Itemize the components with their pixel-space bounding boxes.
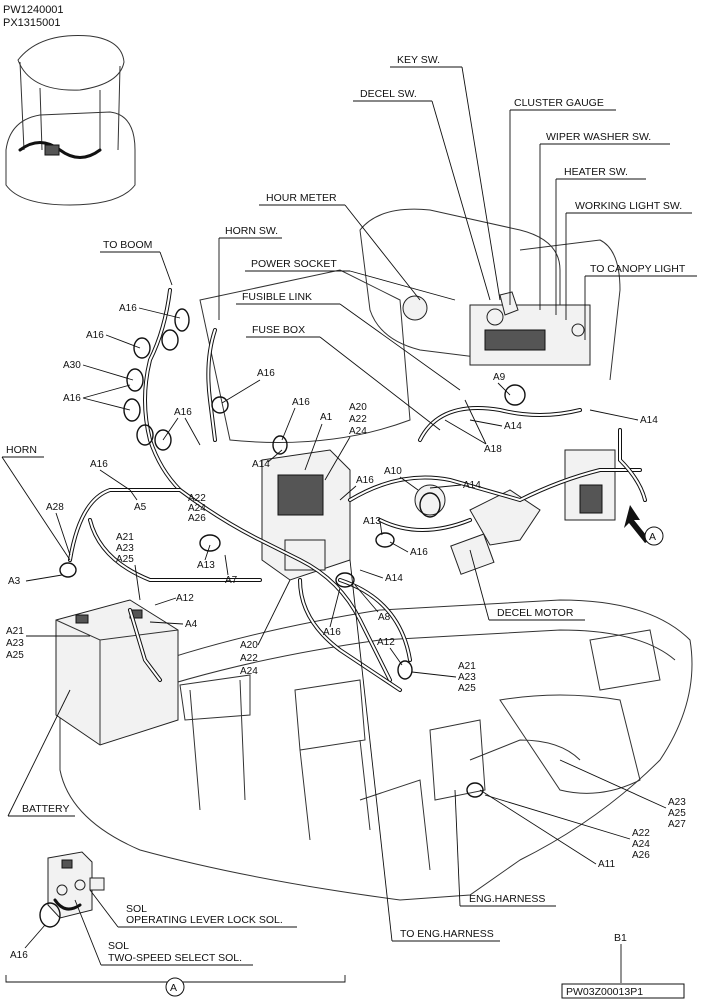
label-heater-sw: HEATER SW. [564,166,628,178]
ref-a26: A26 [188,513,206,524]
ref-a16: A16 [86,330,104,341]
ref-a1: A1 [320,412,333,423]
label-wiper-washer-sw: WIPER WASHER SW. [546,131,651,143]
ref-a25: A25 [668,808,686,819]
ref-a24: A24 [240,666,258,677]
ref-a20: A20 [240,640,258,651]
harness-wires [68,288,647,692]
sheet-footer: B1 PW03Z00013P1 [561,932,685,999]
ref-a13: A13 [363,516,381,527]
ref-a26: A26 [632,850,650,861]
label-fusible-link: FUSIBLE LINK [242,291,312,303]
ref-a14: A14 [463,480,481,491]
label-fuse-box: FUSE BOX [252,324,305,336]
ref-a16: A16 [174,407,192,418]
label-eng-harness: ENG.HARNESS [469,893,545,905]
ref-a16: A16 [10,950,28,961]
decel-motor [414,484,541,575]
label-to-canopy-light: TO CANOPY LIGHT [590,263,686,275]
ref-a16: A16 [323,627,341,638]
view-a-detail: SOL OPERATING LEVER LOCK SOL. SOL TWO-SP… [5,851,346,997]
label-decel-sw: DECEL SW. [360,88,417,100]
label-horn-sw: HORN SW. [225,225,278,237]
ref-a22: A22 [632,828,650,839]
battery [55,599,179,746]
ref-a16: A16 [410,547,428,558]
ref-a21: A21 [116,532,134,543]
ref-a3: A3 [8,576,21,587]
ref-a11: A11 [598,859,615,870]
ref-a25: A25 [6,650,24,661]
ref-a20: A20 [349,402,367,413]
ref-a30: A30 [63,360,81,371]
ref-a25: A25 [458,683,476,694]
label-key-sw: KEY SW. [397,54,440,66]
switch-console [402,291,591,366]
ref-a27: A27 [668,819,686,830]
label-operating-lever-lock-sol: OPERATING LEVER LOCK SOL. [126,914,283,926]
ref-a23: A23 [668,797,686,808]
label-two-speed-select-sol: TWO-SPEED SELECT SOL. [108,952,242,964]
cable-ties [59,308,526,798]
ref-a13: A13 [197,560,215,571]
ref-a16: A16 [90,459,108,470]
label-to-boom: TO BOOM [103,239,152,251]
label-cluster-gauge: CLUSTER GAUGE [514,97,604,109]
ref-a8: A8 [378,612,391,623]
view-a-detail-letter: A [170,982,177,994]
callout-labels: KEY SW. DECEL SW. CLUSTER GAUGE WIPER WA… [1,54,697,942]
ref-a16: A16 [356,475,374,486]
label-sol-2: SOL [108,940,129,952]
ref-a23: A23 [458,672,476,683]
label-horn: HORN [6,444,37,456]
ref-a14: A14 [504,421,522,432]
ref-a14: A14 [252,459,270,470]
ref-a16: A16 [119,303,137,314]
label-power-socket: POWER SOCKET [251,258,337,270]
label-hour-meter: HOUR METER [266,192,337,204]
ref-a24: A24 [632,839,650,850]
label-working-light-sw: WORKING LIGHT SW. [575,200,682,212]
ref-a25: A25 [116,554,134,565]
ref-a22: A22 [240,653,258,664]
header-code-2: PX1315001 [3,17,61,29]
ref-a28: A28 [46,502,64,513]
label-decel-motor: DECEL MOTOR [497,607,574,619]
part-refs: A16 A16 A30 A16 A16 A16 A16 A16 A5 A28 A… [6,303,686,870]
sheet-code: PW03Z00013P1 [566,986,643,998]
ref-a16: A16 [257,368,275,379]
label-battery: BATTERY [22,803,69,815]
ref-a23: A23 [6,638,24,649]
ref-a7: A7 [225,575,238,586]
ref-a14: A14 [385,573,403,584]
sheet-ref: B1 [614,932,627,944]
ref-a14: A14 [640,415,658,426]
ref-a23: A23 [116,543,134,554]
ref-a21: A21 [6,626,24,637]
ref-a5: A5 [134,502,147,513]
ref-a16: A16 [63,393,81,404]
view-a-letter: A [649,531,656,543]
ref-a18: A18 [484,444,502,455]
label-sol-1: SOL [126,903,147,915]
ref-a22: A22 [349,414,367,425]
relay-bracket [564,449,616,521]
ref-a12: A12 [176,593,194,604]
header-code-1: PW1240001 [3,4,64,16]
ref-a9: A9 [493,372,506,383]
ref-a21: A21 [458,661,476,672]
ref-a24: A24 [188,503,206,514]
machine-thumbnail [5,35,136,206]
ref-a22: A22 [188,493,206,504]
view-a-marker: A [624,505,664,546]
ref-a16: A16 [292,397,310,408]
label-to-eng-harness: TO ENG.HARNESS [400,928,494,940]
fuse-box [261,449,351,581]
ref-a12: A12 [377,637,395,648]
ref-a10: A10 [384,466,402,477]
ref-a24: A24 [349,426,367,437]
ref-a4: A4 [185,619,198,630]
